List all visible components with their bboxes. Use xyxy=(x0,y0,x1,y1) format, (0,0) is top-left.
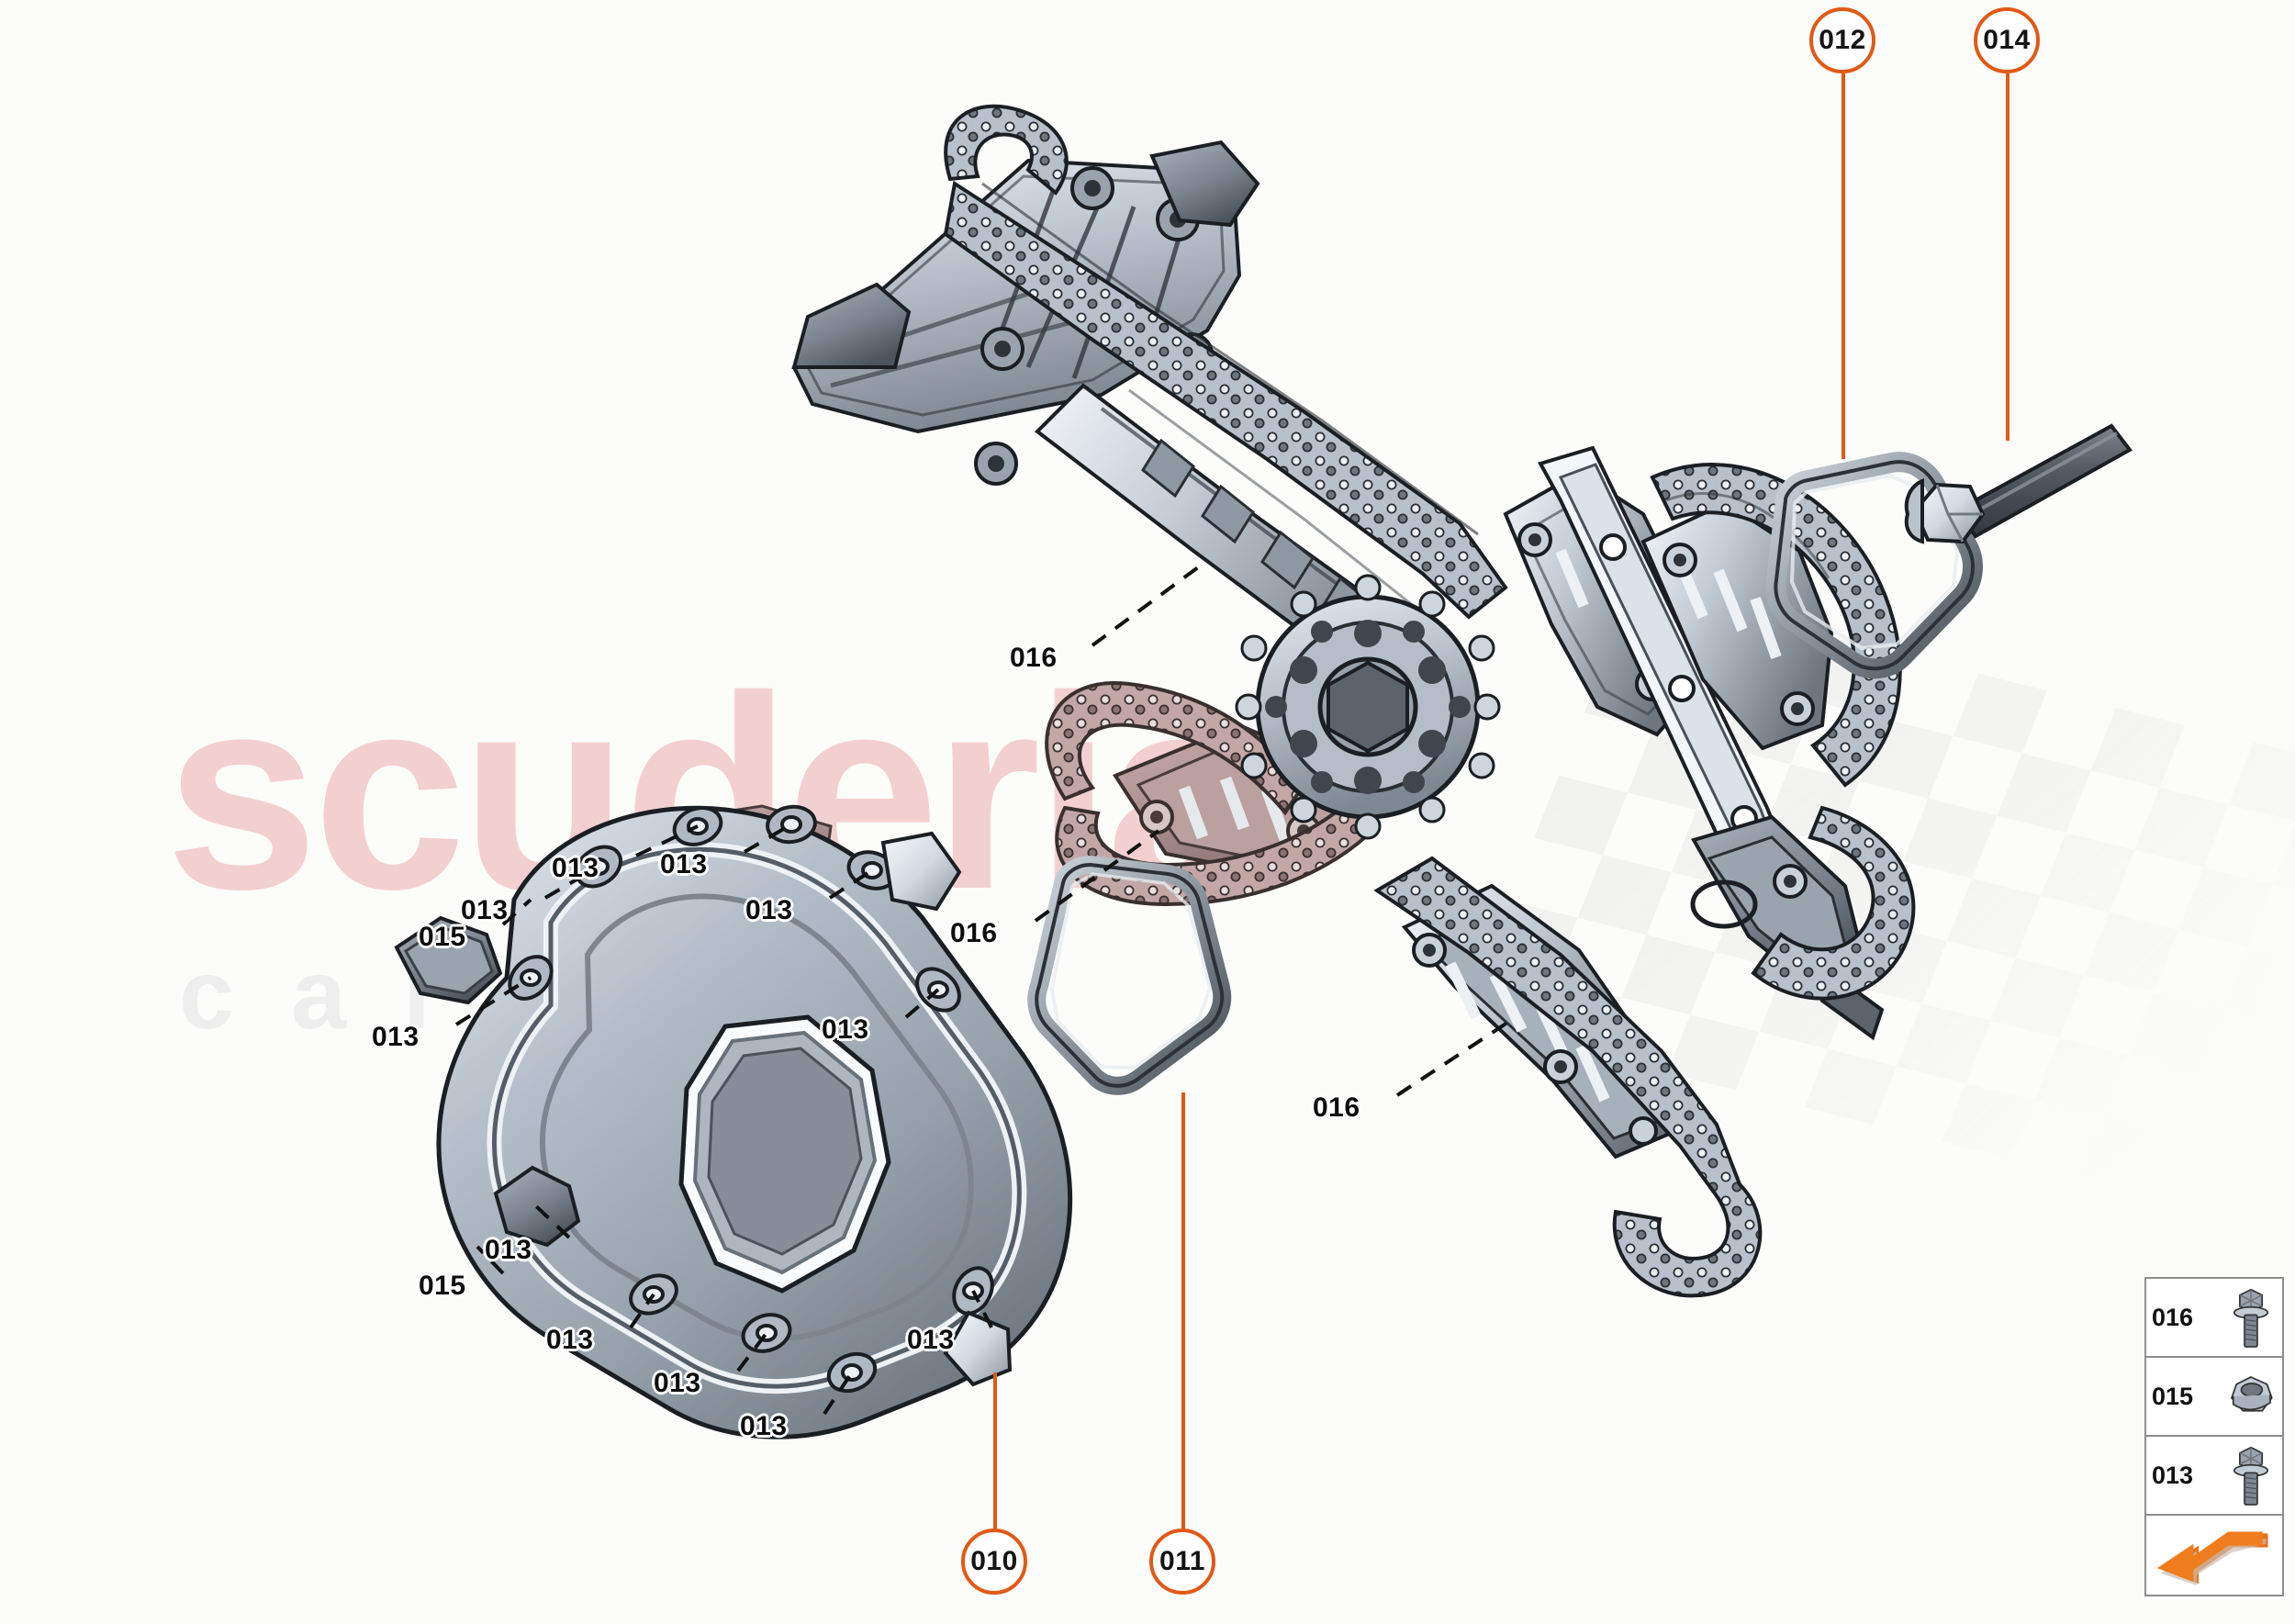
part-label-013-12: 013 xyxy=(546,1325,594,1355)
leader-line-013-14 xyxy=(823,1371,854,1416)
callout-leader-012 xyxy=(1842,73,1845,459)
leader-line-015-6 xyxy=(501,898,532,926)
part-label-013-9: 013 xyxy=(822,1014,869,1045)
part-label-013-10: 013 xyxy=(485,1235,532,1265)
right-chain-guide-rails xyxy=(1503,445,1916,1041)
part-label-013-15: 013 xyxy=(907,1325,955,1355)
legend-code-label: 013 xyxy=(2152,1461,2194,1489)
upper-timing-chain xyxy=(943,104,1508,620)
part-label-015-6: 015 xyxy=(419,922,466,952)
legend-row-016: 016 xyxy=(2146,1279,2282,1358)
legend-box: 016 015 013 xyxy=(2144,1277,2284,1596)
callout-leader-014 xyxy=(2006,73,2010,441)
callout-leader-011 xyxy=(1181,1092,1185,1530)
leader-line-013-10 xyxy=(532,1203,571,1239)
leader-line-016-1 xyxy=(1034,829,1160,923)
part-label-013-14: 013 xyxy=(740,1411,788,1441)
dashed-leader-lines xyxy=(454,566,1515,1416)
leader-line-015-11 xyxy=(476,1245,505,1275)
leader-line-013-12 xyxy=(629,1293,655,1329)
leader-line-016-0 xyxy=(1091,566,1200,647)
part-label-016-0: 016 xyxy=(1010,643,1058,673)
part-label-013-13: 013 xyxy=(654,1368,701,1398)
callout-bubble-011[interactable]: 011 xyxy=(1149,1529,1215,1595)
leader-line-013-4 xyxy=(743,823,793,854)
part-label-015-11: 015 xyxy=(419,1271,466,1301)
leader-line-013-13 xyxy=(736,1331,768,1372)
legend-row-arrow xyxy=(2146,1516,2282,1595)
timing-chain-cover-010 xyxy=(394,804,1073,1439)
orange-arrow-icon xyxy=(2152,1521,2277,1589)
leader-line-013-5 xyxy=(543,865,600,900)
gasket-ring-011 xyxy=(1027,856,1232,1095)
leader-line-013-15 xyxy=(971,1290,993,1328)
legend-code-label: 016 xyxy=(2152,1303,2194,1331)
legend-row-013: 013 xyxy=(2146,1437,2282,1516)
callout-bubble-012[interactable]: 012 xyxy=(1809,7,1875,73)
legend-code-label: 015 xyxy=(2152,1382,2194,1410)
part-label-013-3: 013 xyxy=(552,853,599,883)
legend-row-015: 015 xyxy=(2146,1358,2282,1437)
leader-line-013-8 xyxy=(454,976,532,1026)
hex-flange-bolt-icon xyxy=(2225,1441,2277,1509)
part-label-016-2: 016 xyxy=(1313,1092,1360,1123)
long-hex-bolt-014 xyxy=(1904,423,2133,544)
part-label-013-7: 013 xyxy=(745,895,793,925)
part-label-013-5: 013 xyxy=(461,895,509,925)
central-sprocket-assembly xyxy=(1045,574,1501,907)
callout-bubble-010[interactable]: 010 xyxy=(961,1529,1027,1595)
hex-flange-nut-icon xyxy=(2225,1362,2277,1430)
leader-line-013-7 xyxy=(828,868,874,900)
leader-line-013-3 xyxy=(635,824,699,857)
gasket-ring-012 xyxy=(1765,452,1984,679)
lower-chain-guide xyxy=(1373,856,1763,1298)
part-label-013-8: 013 xyxy=(372,1022,420,1052)
leader-line-013-9 xyxy=(904,988,940,1019)
callout-leader-010 xyxy=(993,1372,997,1530)
leader-line-016-2 xyxy=(1395,1017,1515,1097)
part-label-016-1: 016 xyxy=(950,918,998,948)
hex-flange-bolt-icon xyxy=(2225,1283,2277,1351)
callout-bubble-014[interactable]: 014 xyxy=(1974,7,2040,73)
part-label-013-4: 013 xyxy=(660,849,708,879)
